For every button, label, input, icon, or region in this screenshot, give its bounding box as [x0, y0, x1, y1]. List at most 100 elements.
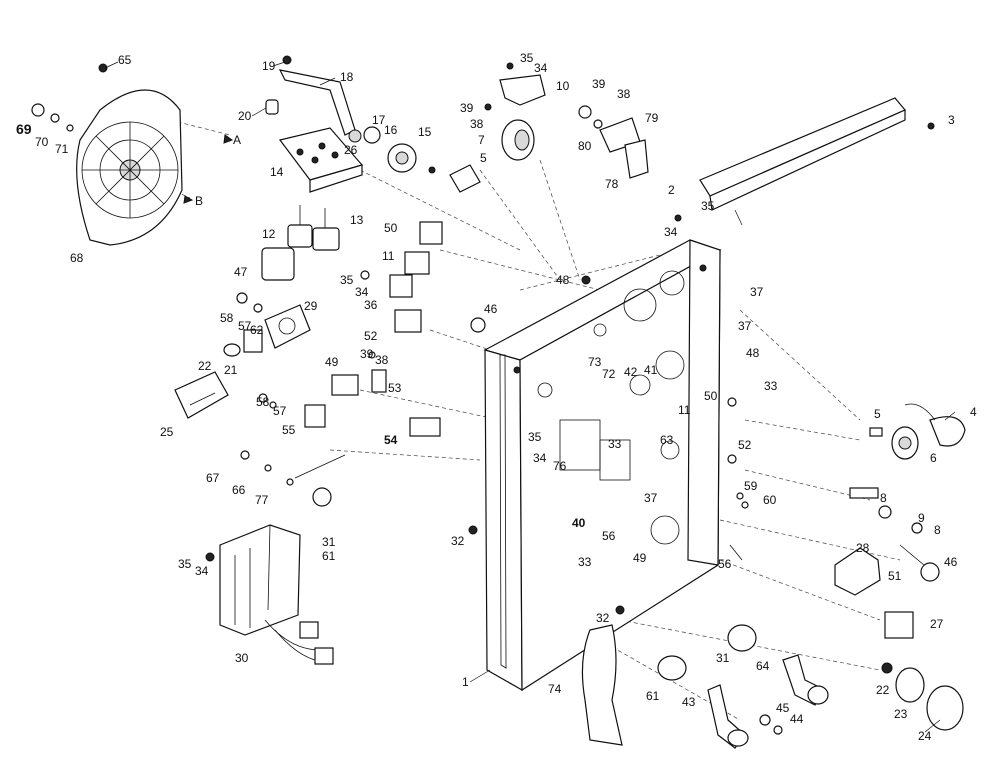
callout-26: 26: [344, 143, 358, 157]
callout-1: 1: [462, 675, 469, 689]
callout-56-right: 56: [718, 557, 732, 571]
callout-72: 72: [602, 367, 616, 381]
callout-B: B: [195, 194, 203, 208]
callout-29: 29: [304, 299, 318, 313]
callout-20: 20: [238, 109, 252, 123]
callout-4: 4: [970, 405, 977, 419]
callout-21: 21: [224, 363, 238, 377]
callout-33-right: 33: [764, 379, 778, 393]
callout-10: 10: [556, 79, 570, 93]
callout-23: 23: [894, 707, 908, 721]
callout-59: 59: [744, 479, 758, 493]
callout-61-left: 61: [322, 549, 336, 563]
callout-6: 6: [930, 451, 937, 465]
callout-67: 67: [206, 471, 220, 485]
callout-40: 40: [572, 516, 586, 530]
callout-18: 18: [340, 70, 354, 84]
callout-60: 60: [763, 493, 777, 507]
callout-28: 28: [856, 541, 870, 555]
callout-33-lower: 33: [578, 555, 592, 569]
callout-76: 76: [553, 459, 567, 473]
callout-labels: 65 69 70 71 68 A B 19 18 20 17 16 15 26 …: [16, 51, 977, 743]
callout-A: A: [233, 133, 241, 147]
main-chassis-panel: [483, 239, 722, 692]
left-components: [174, 247, 346, 507]
component-55: [304, 404, 326, 428]
component-46-right: [920, 562, 940, 582]
component-31-left: [312, 487, 332, 507]
component-53: [371, 369, 387, 393]
component-4: [929, 416, 966, 447]
callout-5-right: 5: [874, 407, 881, 421]
callout-39-mid: 39: [360, 347, 374, 361]
component-50: [419, 221, 443, 245]
callout-58-upper: 58: [220, 311, 234, 325]
callout-64: 64: [756, 659, 770, 673]
callout-19: 19: [262, 59, 276, 73]
callout-49-left: 49: [325, 355, 339, 369]
callout-43: 43: [682, 695, 696, 709]
component-8-left: [849, 487, 879, 499]
terminal-plate: [278, 126, 417, 251]
callout-57-lower: 57: [273, 404, 287, 418]
callout-74: 74: [548, 682, 562, 696]
callout-16: 16: [384, 123, 398, 137]
callout-79: 79: [645, 111, 659, 125]
callout-62: 62: [250, 323, 264, 337]
callout-37-upper: 37: [750, 285, 764, 299]
callout-73: 73: [588, 355, 602, 369]
callout-25: 25: [160, 425, 174, 439]
component-49-left: [331, 374, 359, 396]
callout-2: 2: [668, 183, 675, 197]
component-29: [264, 304, 311, 349]
callout-46-right: 46: [944, 555, 958, 569]
callout-3: 3: [948, 113, 955, 127]
callout-63: 63: [660, 433, 674, 447]
callout-38-mid: 38: [375, 353, 389, 367]
callout-37-panel: 37: [644, 491, 658, 505]
callout-80: 80: [578, 139, 592, 153]
callout-39-right: 39: [592, 77, 606, 91]
callout-34-mid: 34: [355, 285, 369, 299]
callout-66: 66: [232, 483, 246, 497]
callout-50-right: 50: [704, 389, 718, 403]
callout-31-bottom: 31: [716, 651, 730, 665]
callout-68: 68: [70, 251, 84, 265]
callout-48-right: 48: [746, 346, 760, 360]
component-61: [657, 655, 687, 681]
callout-35-panel: 35: [528, 430, 542, 444]
callout-70: 70: [35, 135, 49, 149]
callout-55: 55: [282, 423, 296, 437]
callout-17: 17: [372, 113, 386, 127]
callout-69: 69: [16, 121, 32, 137]
callout-78: 78: [605, 177, 619, 191]
component-62: [243, 329, 263, 353]
callout-31-left: 31: [322, 535, 336, 549]
callout-51: 51: [888, 569, 902, 583]
component-52-left: [394, 309, 422, 333]
callout-14: 14: [270, 165, 284, 179]
callout-36: 36: [364, 298, 378, 312]
callout-30: 30: [235, 651, 249, 665]
callout-58-lower: 58: [256, 395, 270, 409]
component-23: [895, 667, 925, 703]
component-31-bottom: [727, 624, 757, 652]
bottom-components: [468, 525, 829, 749]
callout-32-lower: 32: [596, 611, 610, 625]
callout-8-upper: 8: [880, 491, 887, 505]
callout-34-rail: 34: [664, 225, 678, 239]
callout-11-upper: 11: [382, 249, 395, 263]
callout-48-upper: 48: [556, 273, 570, 287]
callout-50-upper: 50: [384, 221, 398, 235]
callout-52-left: 52: [364, 329, 378, 343]
callout-56-panel: 56: [602, 529, 616, 543]
callout-22-left: 22: [198, 359, 212, 373]
callout-54: 54: [384, 433, 398, 447]
upper-center-components: [331, 62, 935, 437]
callout-12: 12: [262, 227, 276, 241]
callout-47: 47: [234, 265, 248, 279]
component-2-rail: [699, 97, 906, 197]
component-28: [834, 547, 881, 596]
callout-39-top: 39: [460, 101, 474, 115]
